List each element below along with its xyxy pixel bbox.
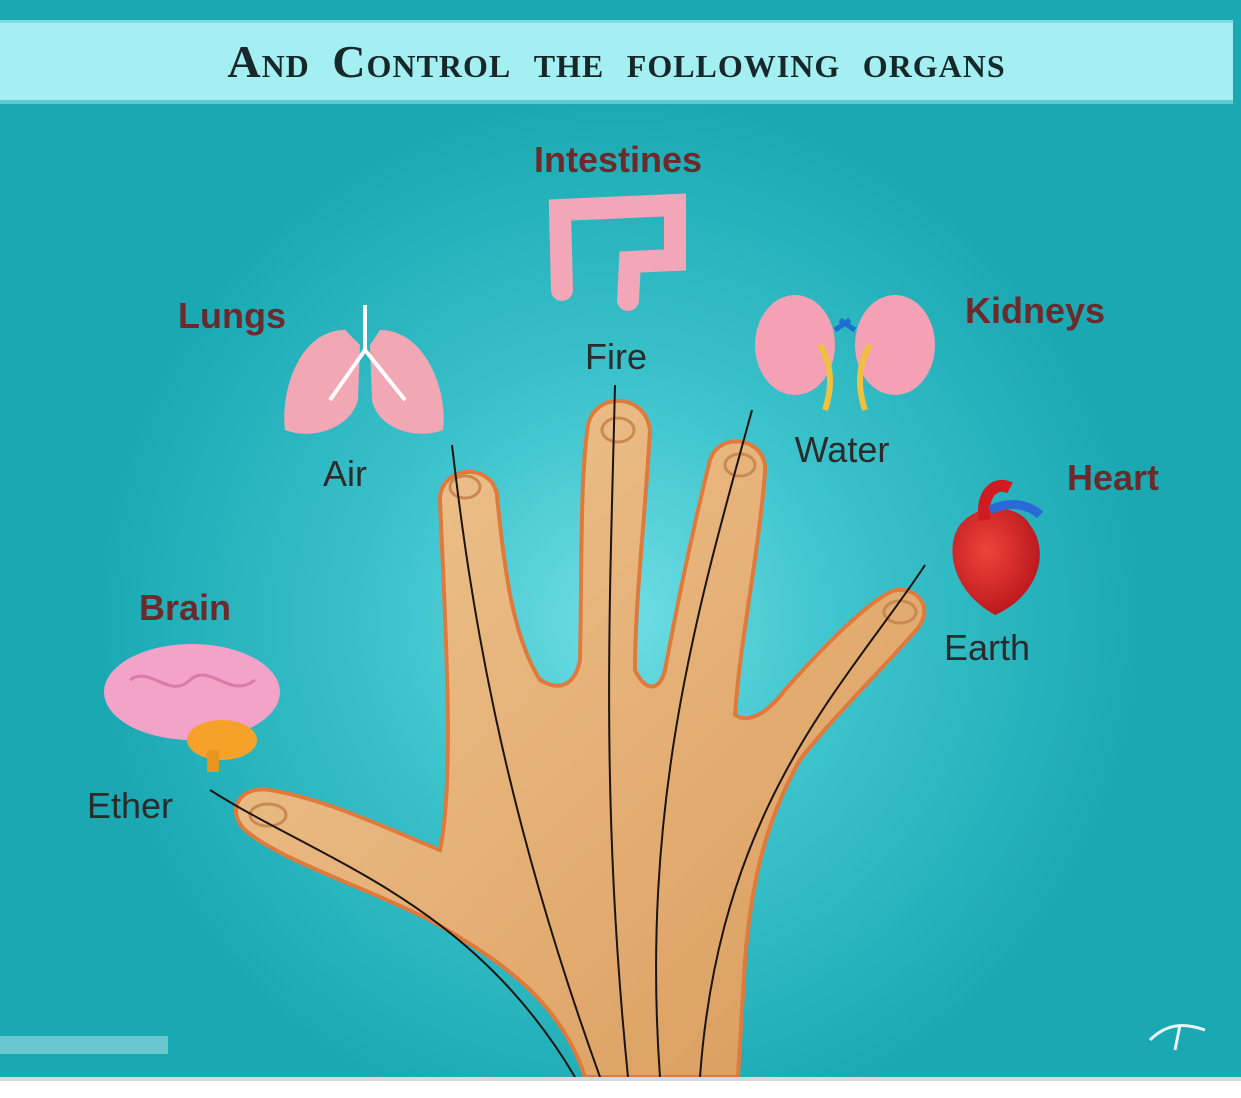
- label-intestines: Intestines: [533, 139, 703, 180]
- kidneys-icon: [755, 295, 935, 411]
- label-fire: Fire: [585, 336, 647, 377]
- lungs-icon: [284, 305, 444, 434]
- bottom-border: [0, 1077, 1241, 1081]
- brain-icon: [104, 644, 280, 772]
- image-credit-bar: [0, 1036, 168, 1054]
- label-air: Air: [323, 453, 367, 494]
- heart-icon: [952, 480, 1044, 615]
- label-brain: Brain: [138, 587, 232, 628]
- label-heart: Heart: [1066, 457, 1160, 498]
- label-kidneys: Kidneys: [964, 290, 1106, 331]
- page-title: And Control the following organs: [227, 36, 1006, 87]
- title-banner: And Control the following organs: [0, 20, 1233, 104]
- label-ether: Ether: [86, 785, 174, 826]
- label-water: Water: [794, 429, 890, 470]
- label-earth: Earth: [943, 627, 1031, 668]
- intestines-icon: [548, 193, 686, 311]
- label-lungs: Lungs: [178, 295, 286, 336]
- meridian-lines: [209, 384, 926, 1077]
- hand: [233, 398, 927, 1077]
- logo-mark: [1148, 1024, 1206, 1051]
